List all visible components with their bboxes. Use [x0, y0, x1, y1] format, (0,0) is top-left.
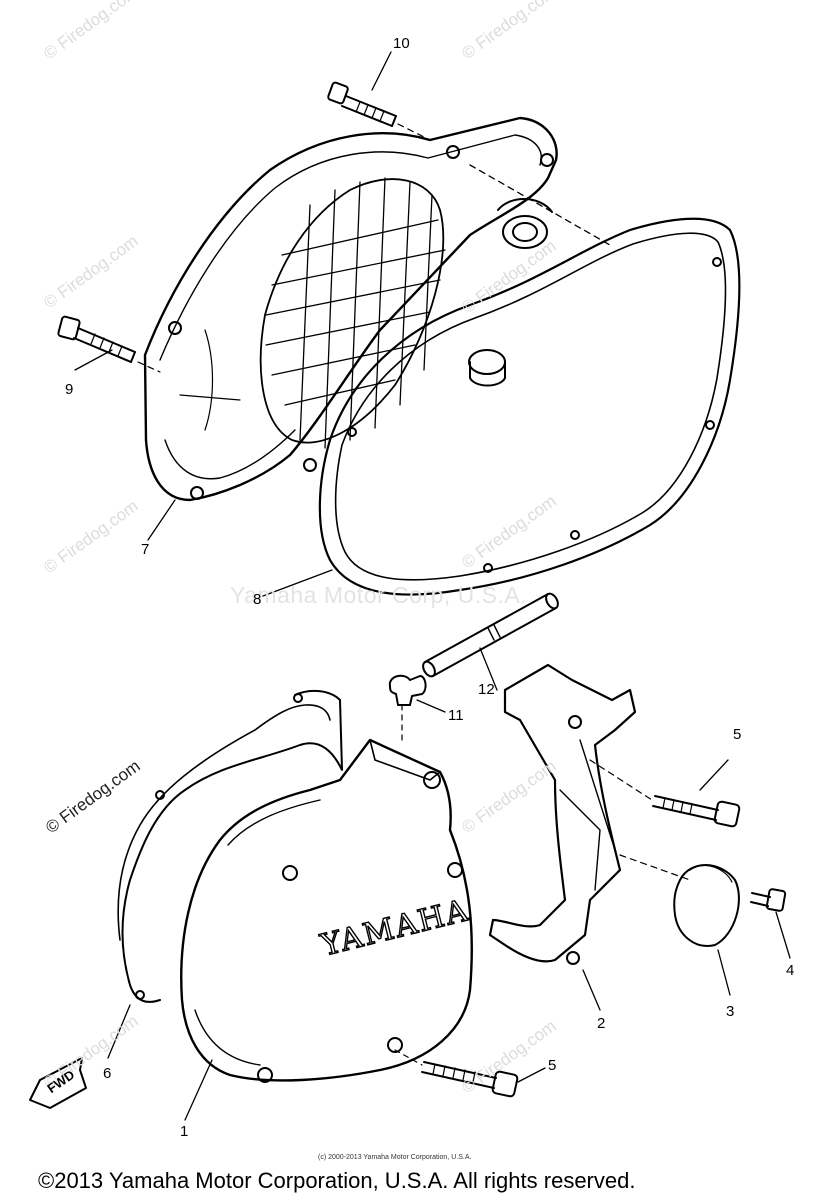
- callout-1: 1: [180, 1123, 189, 1140]
- callout-12: 12: [478, 681, 495, 698]
- callout-8: 8: [253, 591, 262, 608]
- leader-lines-upper: [74, 51, 611, 597]
- callout-4: 4: [786, 962, 795, 979]
- hose: [422, 592, 559, 691]
- crankcase-cover-left-grille: [143, 116, 558, 502]
- callout-5-upper: 5: [733, 726, 742, 743]
- crankcase-cover-right: [180, 738, 474, 1121]
- elbow-fitting: [388, 674, 446, 741]
- callout-5-lower: 5: [548, 1057, 557, 1074]
- copyright-footer: ©2013 Yamaha Motor Corporation, U.S.A. A…: [38, 1168, 636, 1193]
- screw-small: [750, 888, 791, 959]
- bolt-long-upper: [589, 759, 741, 828]
- bolt-long-lower: [394, 1049, 546, 1098]
- small-cap: [673, 864, 740, 996]
- bolt-top: [327, 81, 431, 141]
- callout-7: 7: [141, 541, 150, 558]
- gasket-left-cover: [318, 217, 741, 596]
- callout-3: 3: [726, 1003, 735, 1020]
- callout-6: 6: [103, 1065, 112, 1082]
- small-copyright: (c) 2000-2013 Yamaha Motor Corporation, …: [318, 1154, 472, 1161]
- watermark-center: Yamaha Motor Corp, U.S.A.: [230, 582, 528, 608]
- callout-9: 9: [65, 381, 74, 398]
- callout-11: 11: [448, 707, 464, 724]
- cover-bracket: [488, 663, 691, 1011]
- bolt-left: [57, 315, 161, 373]
- forward-direction-arrow: [29, 1057, 87, 1109]
- gasket-right-cover: [107, 689, 343, 1059]
- callout-2: 2: [597, 1015, 606, 1032]
- callout-10: 10: [393, 35, 410, 52]
